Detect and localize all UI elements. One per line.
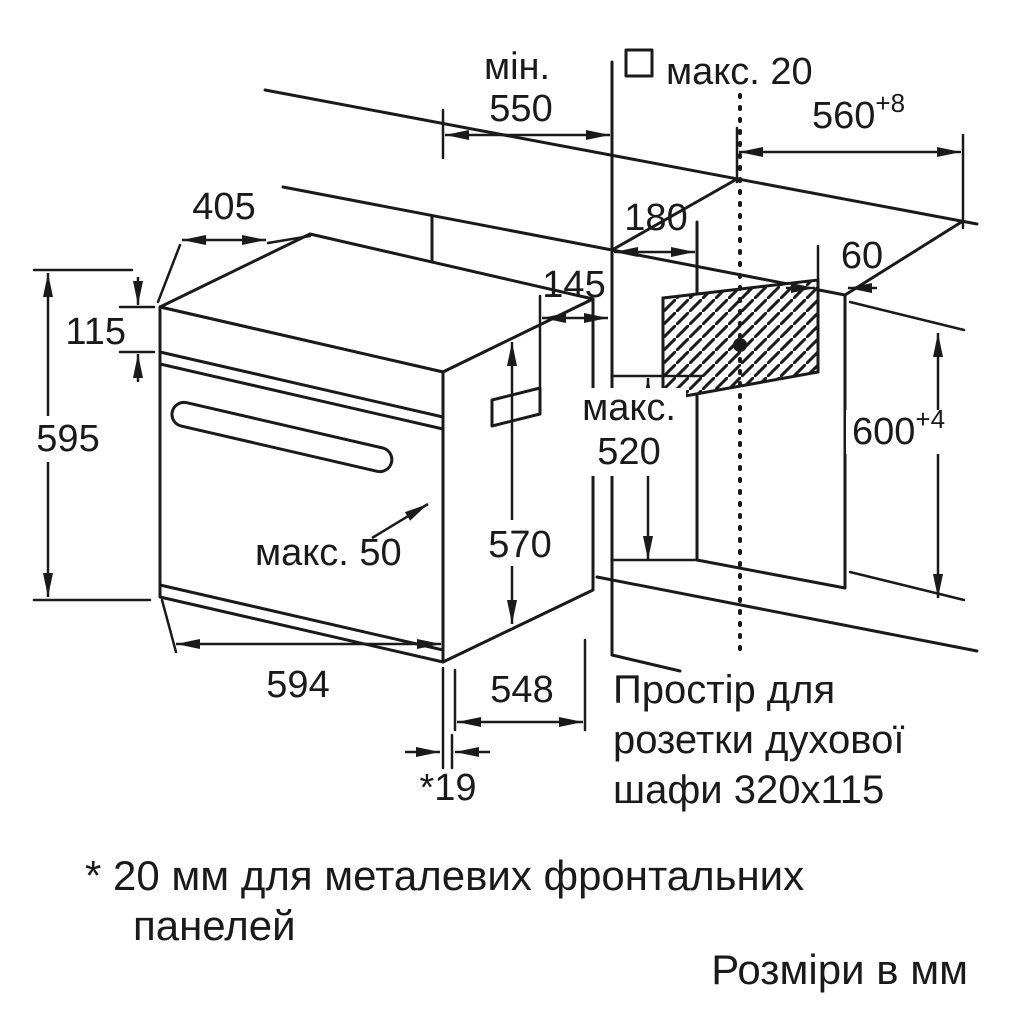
dim-180-label: 180 — [624, 197, 687, 239]
dim-594-label: 594 — [266, 664, 329, 706]
dim-405-label: 405 — [192, 186, 255, 228]
dim-560-label: 560+8 — [812, 88, 905, 137]
dim-max520-line2: 520 — [597, 431, 660, 473]
dim-60-label: 60 — [841, 235, 883, 277]
dim-min550-value: 550 — [489, 88, 552, 130]
dim-min550-prefix: мін. — [484, 46, 550, 88]
dim-max50-label: макс. 50 — [255, 532, 402, 574]
cabinet-lines — [263, 60, 979, 673]
dim-548-label: 548 — [490, 669, 553, 711]
socket-note: Простір для розетки духової шафи 320x115 — [613, 668, 904, 812]
socket-space — [661, 93, 820, 654]
dim-max520-line1: макс. — [582, 387, 676, 429]
dim-115-label: 115 — [65, 311, 126, 353]
dim-570-label: 570 — [488, 524, 551, 566]
socket-note-line2: розетки духової — [613, 718, 904, 762]
units-note: Розміри в мм — [711, 946, 968, 993]
oven-door-handle — [170, 400, 394, 474]
dim-600-label: 600+4 — [852, 404, 945, 453]
extension-lines — [32, 108, 966, 770]
dim-145-label: 145 — [542, 264, 605, 306]
panel-gap-square-icon — [624, 48, 654, 78]
oven-body — [158, 232, 595, 664]
socket-note-line1: Простір для — [613, 668, 835, 712]
oven-front-face — [158, 305, 445, 664]
footnote-line1: * 20 мм для металевих фронтальних — [85, 852, 804, 899]
dimension-labels: мін. 550 макс. 20 560+8 405 180 60 145 1… — [36, 46, 945, 809]
footer-notes: * 20 мм для металевих фронтальних панеле… — [85, 852, 968, 993]
dim-595-label: 595 — [36, 418, 99, 460]
dim-max20-label: макс. 20 — [666, 51, 813, 93]
socket-note-line3: шафи 320x115 — [613, 768, 884, 812]
max50-pointer-arrow — [371, 502, 429, 540]
footnote-line2: панелей — [133, 902, 296, 949]
dim-19-label: *19 — [419, 767, 476, 809]
label-backgrounds — [26, 388, 970, 566]
